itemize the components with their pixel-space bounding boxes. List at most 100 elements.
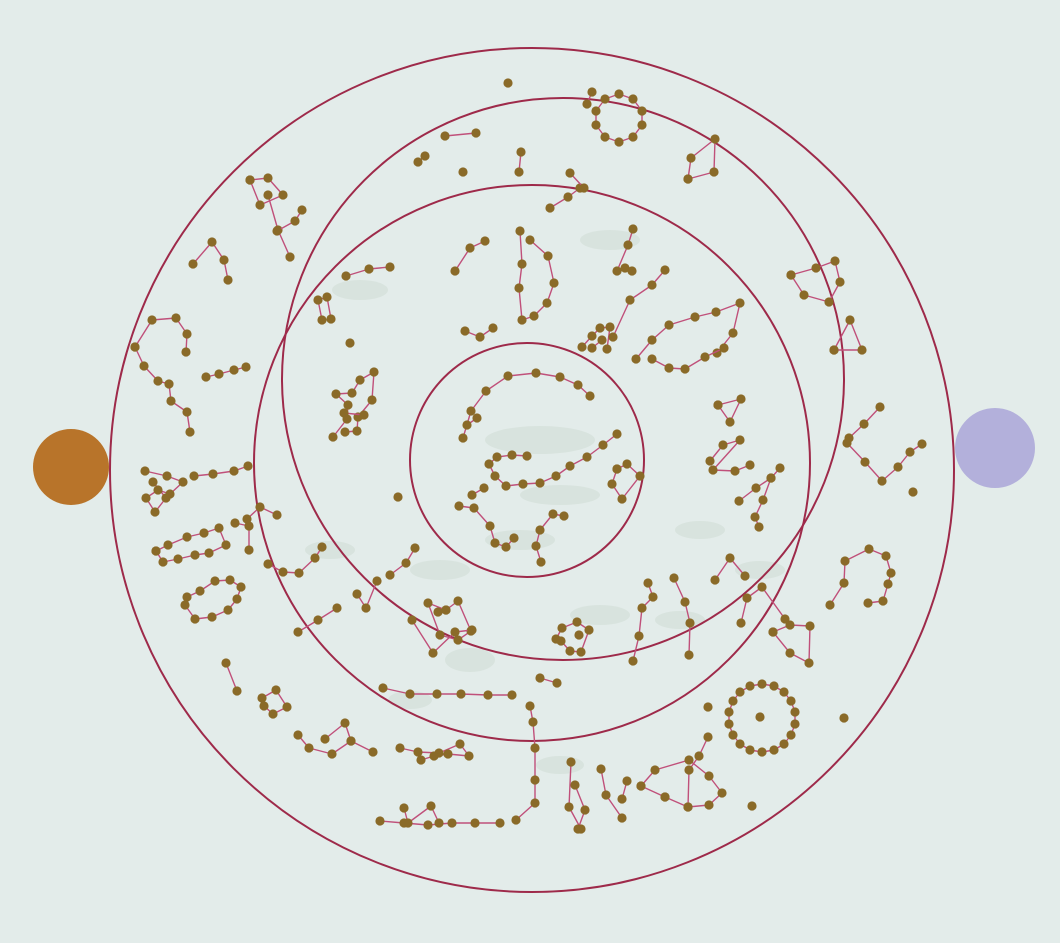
star [339,408,348,417]
star [399,803,408,812]
star [551,471,560,480]
star [410,543,419,552]
star [734,496,743,505]
star [785,648,794,657]
star [244,521,253,530]
star [582,99,591,108]
star [628,656,637,665]
star [717,788,726,797]
star [617,494,626,503]
star [182,592,191,601]
star [728,730,737,739]
star [905,447,914,456]
star [686,153,695,162]
star [199,528,208,537]
star [293,730,302,739]
star [704,771,713,780]
constellation [747,801,756,810]
star [453,596,462,605]
star [190,614,199,623]
star [469,503,478,512]
star [480,236,489,245]
star [824,297,833,306]
star [769,681,778,690]
star [565,168,574,177]
star [780,614,789,623]
star [503,78,512,87]
star [736,394,745,403]
star [151,546,160,555]
star [643,578,652,587]
star [840,556,849,565]
star [580,805,589,814]
star [525,701,534,710]
constellation [345,338,354,347]
star [313,615,322,624]
left-orange-disc [33,429,109,505]
star [825,600,834,609]
star [751,483,760,492]
star [507,450,516,459]
star [364,264,373,273]
star [204,548,213,557]
star [844,433,853,442]
star [263,190,272,199]
star [556,636,565,645]
constellation [703,702,712,711]
star [685,618,694,627]
star [535,525,544,534]
star [559,511,568,520]
star [786,270,795,279]
star [405,689,414,698]
star [601,790,610,799]
star [637,120,646,129]
star [839,713,848,722]
constellation [908,487,917,496]
star [660,265,669,274]
star [552,678,561,687]
star [805,621,814,630]
star [208,469,217,478]
star [317,542,326,551]
star [528,717,537,726]
star [517,315,526,324]
star [875,402,884,411]
star [530,775,539,784]
star [600,132,609,141]
star [572,617,581,626]
star [507,690,516,699]
star [591,120,600,129]
star [426,801,435,810]
star [481,386,490,395]
star [369,367,378,376]
star [503,371,512,380]
star [570,780,579,789]
star [162,471,171,480]
star [636,781,645,790]
star [829,345,838,354]
star [860,457,869,466]
star [188,259,197,268]
star [244,545,253,554]
star [140,466,149,475]
star [297,205,306,214]
star [182,407,191,416]
star [786,730,795,739]
star [755,712,764,721]
star [164,379,173,388]
star [180,600,189,609]
star [343,400,352,409]
star [690,312,699,321]
star [236,582,245,591]
star [779,687,788,696]
star [709,167,718,176]
star [804,658,813,667]
star [147,315,156,324]
star [857,345,866,354]
star [195,586,204,595]
star [735,435,744,444]
star [352,589,361,598]
star [435,630,444,639]
star [272,226,281,235]
constellation [433,607,442,616]
